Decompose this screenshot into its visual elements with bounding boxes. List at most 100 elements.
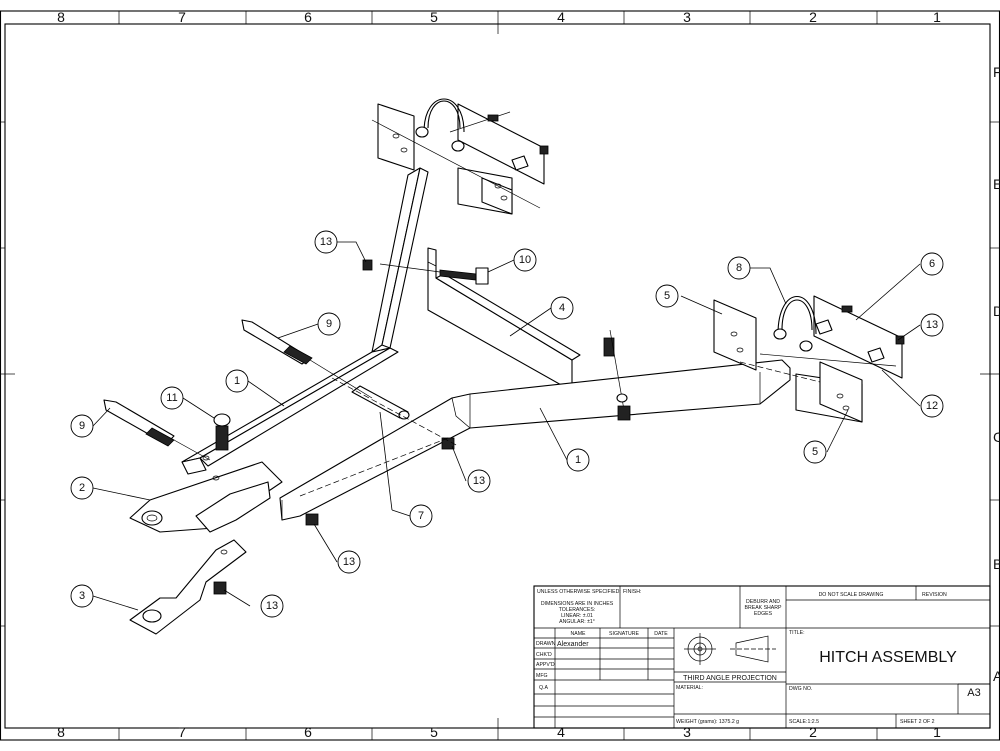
zone-col-3-bottom: 3: [683, 724, 691, 740]
balloon-label: 4: [559, 302, 565, 314]
row-approved: APPV'D: [536, 662, 555, 668]
balloon: 12: [920, 394, 944, 418]
balloon-label: 8: [736, 262, 742, 274]
zone-col-5-top: 5: [430, 9, 438, 25]
col-name: NAME: [571, 631, 587, 637]
zone-labels: 8 7 6 5 4 3 2 1 8 7 6 5 4 3 2 1 F E D C …: [57, 9, 1000, 740]
part-1-main-member: [279, 359, 791, 521]
deburr-line-3: EDGES: [754, 611, 773, 617]
weight-label: WEIGHT (grams): 1375.2 g: [676, 719, 739, 725]
part-9-bolt-upper: [241, 319, 373, 399]
part-10-bolt: [379, 263, 489, 285]
part-1-upper-member: [181, 167, 429, 475]
balloon: 13: [920, 313, 944, 337]
balloon-label: 2: [79, 482, 85, 494]
deburr-line-1: DEBURR AND: [746, 599, 780, 605]
row-qa: Q.A: [539, 685, 548, 691]
zone-row-a: A: [993, 668, 1000, 684]
col-date: DATE: [654, 631, 668, 637]
projection-label: THIRD ANGLE PROJECTION: [683, 675, 777, 682]
balloon: 1: [566, 448, 590, 472]
balloon: 13: [314, 230, 338, 254]
balloon: 3: [70, 584, 94, 608]
balloon-label: 9: [326, 318, 332, 330]
balloon: 8: [727, 256, 751, 280]
zone-col-5-bottom: 5: [430, 724, 438, 740]
center-lines: [299, 361, 821, 497]
balloon-label: 1: [234, 375, 240, 387]
material-label: MATERIAL:: [676, 685, 703, 691]
zone-col-4-top: 4: [557, 9, 565, 25]
dims-line-3: LINEAR: ±.01: [561, 613, 593, 619]
third-angle-projection-symbol: [684, 633, 776, 665]
balloon-label: 10: [519, 254, 531, 266]
zone-col-2-top: 2: [809, 9, 817, 25]
row-drawn: DRAWN: [536, 641, 556, 647]
row-checked: CHK'D: [536, 652, 552, 658]
part-3-plate: [129, 539, 247, 635]
center-bolt: [603, 329, 631, 421]
balloon: 13: [467, 469, 491, 493]
zone-col-3-top: 3: [683, 9, 691, 25]
zone-row-c: C: [993, 429, 1000, 445]
part-13-nut-d: [213, 581, 227, 595]
balloon: 13: [260, 594, 284, 618]
part-11-bolt: [213, 413, 231, 451]
drawn-by: Alexander: [557, 641, 589, 648]
zone-row-d: D: [993, 303, 1000, 319]
finish-label: FINISH:: [623, 589, 641, 595]
dwg-no-label: DWG NO.: [789, 686, 812, 692]
deburr-line-2: BREAK SHARP: [745, 605, 782, 611]
zone-col-7-bottom: 7: [178, 724, 186, 740]
balloon: 10: [513, 248, 537, 272]
balloon: 9: [317, 312, 341, 336]
top-bracket-assembly: [371, 98, 549, 215]
balloon: 11: [160, 386, 184, 410]
dims-line-4: ANGULAR: ±1°: [559, 619, 595, 625]
no-scale-note: DO NOT SCALE DRAWING: [819, 592, 884, 598]
col-signature: SIGNATURE: [609, 631, 639, 637]
zone-col-8-bottom: 8: [57, 724, 65, 740]
balloon: 9: [70, 414, 94, 438]
zone-col-6-bottom: 6: [304, 724, 312, 740]
balloon-label: 13: [926, 319, 938, 331]
balloon: 7: [409, 504, 433, 528]
zone-row-e: E: [993, 176, 1000, 192]
balloon-label: 13: [343, 556, 355, 568]
dims-line-1: DIMENSIONS ARE IN INCHES: [541, 601, 614, 607]
balloon-label: 5: [664, 290, 670, 302]
hitch-assembly-view: [103, 98, 905, 635]
balloon-label: 13: [473, 475, 485, 487]
balloon: 13: [337, 550, 361, 574]
balloon-label: 5: [812, 446, 818, 458]
dims-line-2: TOLERANCES:: [559, 607, 596, 613]
part-13-nut-a: [362, 259, 373, 271]
balloon-label: 6: [929, 258, 935, 270]
zone-col-6-top: 6: [304, 9, 312, 25]
balloon-label: 12: [926, 400, 938, 412]
balloon: 1: [225, 369, 249, 393]
zone-col-1-bottom: 1: [933, 724, 941, 740]
sheet-size: A3: [967, 687, 980, 699]
part-9-bolt-lower: [103, 399, 211, 461]
zone-col-4-bottom: 4: [557, 724, 565, 740]
zone-col-2-bottom: 2: [809, 724, 817, 740]
zone-row-b: B: [993, 556, 1000, 572]
balloon-label: 9: [79, 420, 85, 432]
sheet-number: SHEET 2 OF 2: [900, 719, 935, 725]
balloon: 4: [550, 296, 574, 320]
zone-col-7-top: 7: [178, 9, 186, 25]
zone-col-1-top: 1: [933, 9, 941, 25]
drawing-title: HITCH ASSEMBLY: [819, 649, 957, 666]
balloon-label: 11: [166, 392, 177, 404]
revision-label: REVISION: [922, 592, 947, 598]
part-13-nut-c: [305, 513, 319, 526]
zone-col-8-top: 8: [57, 9, 65, 25]
balloon-callouts: 13 10 4 9 1 11 9 2 3 7 13 13 13 1 5 5 8 …: [70, 230, 944, 618]
balloon-label: 7: [418, 510, 424, 522]
part-2-plate: [129, 455, 283, 533]
right-bracket-assembly: [713, 295, 905, 423]
balloon: 5: [655, 284, 679, 308]
title-label: TITLE:: [789, 630, 805, 636]
